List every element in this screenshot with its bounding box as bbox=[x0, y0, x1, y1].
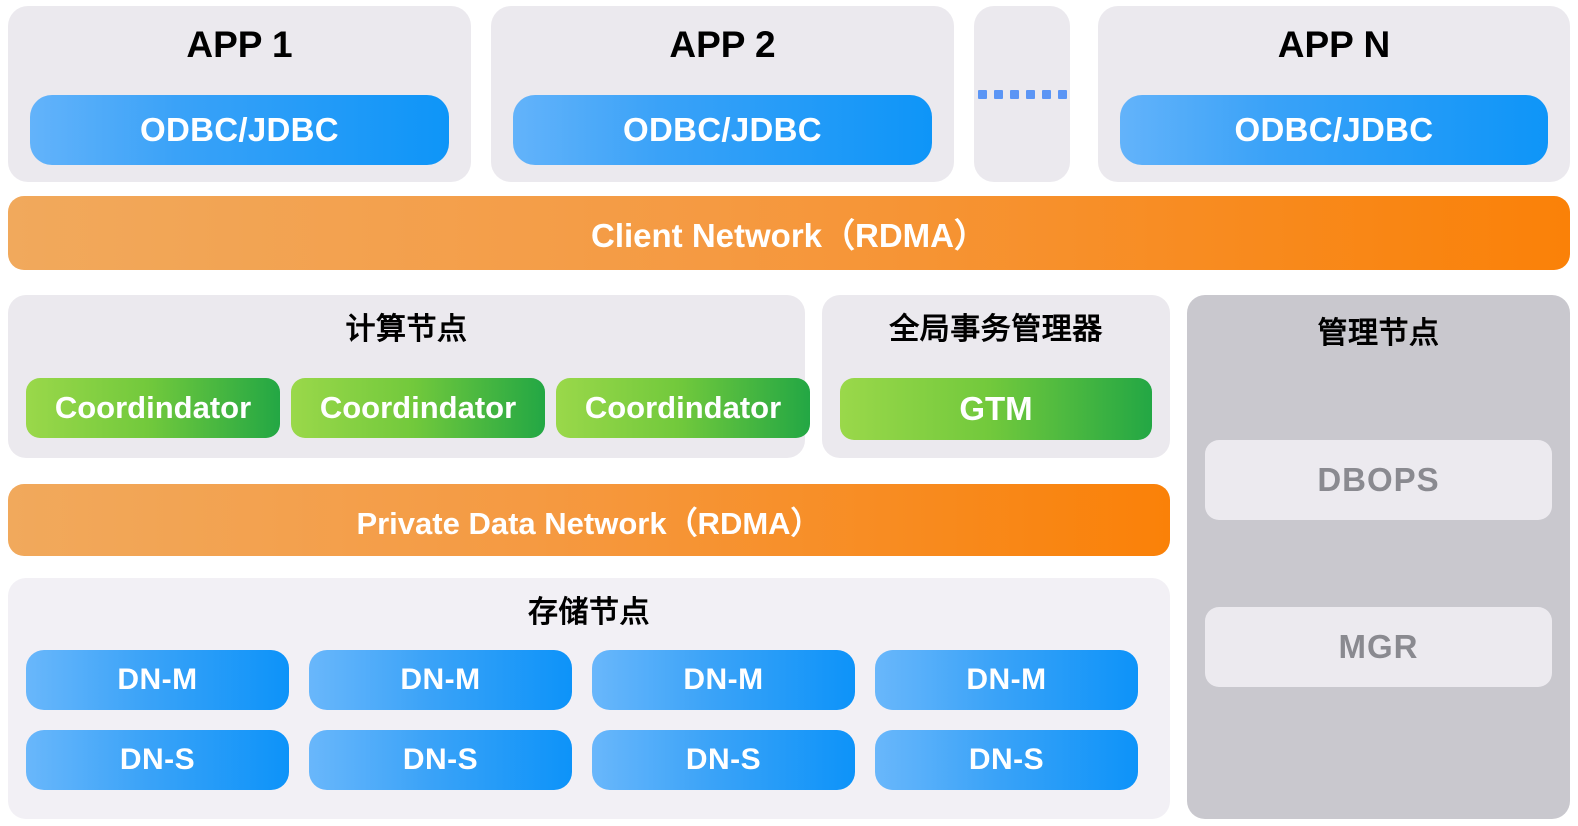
storage-node-master-1[interactable]: DN-M bbox=[26, 650, 289, 710]
storage-node-master-label-3: DN-M bbox=[683, 663, 764, 696]
ellipsis-dot-icon bbox=[977, 89, 987, 99]
coordinator-label-3: Coordindator bbox=[584, 390, 782, 425]
management-item-label-dbops: DBOPS bbox=[1317, 461, 1440, 498]
management-item-dbops[interactable]: DBOPS bbox=[1205, 440, 1552, 520]
app-card-1[interactable]: APP 1 ODBC/JDBC bbox=[8, 6, 471, 182]
client-network-bar: Client Network（RDMA） bbox=[8, 196, 1570, 270]
app-connector-2[interactable]: ODBC/JDBC bbox=[513, 95, 932, 165]
ellipsis-dot-icon bbox=[1009, 89, 1019, 99]
compute-node-panel: 计算节点 Coordindator Coordindator Coordinda… bbox=[8, 295, 810, 458]
storage-node-master-label-4: DN-M bbox=[966, 663, 1047, 696]
storage-node-master-2[interactable]: DN-M bbox=[309, 650, 572, 710]
ellipsis-dot-icon bbox=[1057, 89, 1067, 99]
management-item-mgr[interactable]: MGR bbox=[1205, 607, 1552, 687]
storage-node-slave-3[interactable]: DN-S bbox=[592, 730, 855, 790]
compute-node-title: 计算节点 bbox=[345, 313, 468, 346]
storage-node-master-4[interactable]: DN-M bbox=[875, 650, 1138, 710]
storage-node-panel: 存储节点 DN-M DN-S DN-M DN-S DN-M DN-S DN-M … bbox=[8, 578, 1170, 819]
app-card-2[interactable]: APP 2 ODBC/JDBC bbox=[491, 6, 954, 182]
management-node-title: 管理节点 bbox=[1317, 317, 1440, 350]
ellipsis-dot-icon bbox=[1025, 89, 1035, 99]
app-title-n: APP N bbox=[1277, 24, 1391, 65]
coordinator-node-1[interactable]: Coordindator bbox=[26, 378, 280, 438]
storage-node-master-3[interactable]: DN-M bbox=[592, 650, 855, 710]
app-title-1: APP 1 bbox=[186, 24, 293, 65]
client-network-label: Client Network（RDMA） bbox=[590, 217, 988, 254]
private-data-network-label: Private Data Network（RDMA） bbox=[356, 505, 822, 541]
coordinator-node-3[interactable]: Coordindator bbox=[556, 378, 810, 438]
ellipsis-dot-icon bbox=[1041, 89, 1051, 99]
gtm-label: GTM bbox=[959, 390, 1033, 427]
storage-node-slave-label-4: DN-S bbox=[968, 743, 1045, 776]
storage-node-slave-2[interactable]: DN-S bbox=[309, 730, 572, 790]
app-card-n[interactable]: APP N ODBC/JDBC bbox=[1098, 6, 1570, 182]
management-item-label-mgr: MGR bbox=[1338, 628, 1419, 665]
storage-node-slave-label-2: DN-S bbox=[402, 743, 479, 776]
storage-node-title: 存储节点 bbox=[528, 596, 650, 629]
storage-node-slave-label-3: DN-S bbox=[685, 743, 762, 776]
gtm-panel: 全局事务管理器 GTM bbox=[822, 295, 1170, 458]
storage-node-master-label-2: DN-M bbox=[400, 663, 481, 696]
gtm-title: 全局事务管理器 bbox=[889, 313, 1103, 346]
app-connector-1[interactable]: ODBC/JDBC bbox=[30, 95, 449, 165]
coordinator-node-2[interactable]: Coordindator bbox=[291, 378, 545, 438]
gtm-node[interactable]: GTM bbox=[840, 378, 1152, 440]
coordinator-label-1: Coordindator bbox=[54, 390, 252, 425]
storage-node-slave-label-1: DN-S bbox=[119, 743, 196, 776]
coordinator-label-2: Coordindator bbox=[319, 390, 517, 425]
storage-node-slave-4[interactable]: DN-S bbox=[875, 730, 1138, 790]
app-ellipsis-card bbox=[974, 6, 1070, 182]
management-node-panel: 管理节点 DBOPS MGR bbox=[1187, 295, 1570, 819]
application-layer-row: APP 1 ODBC/JDBC APP 2 ODBC/JDBC APP N OD… bbox=[8, 6, 1570, 182]
private-data-network-bar: Private Data Network（RDMA） bbox=[8, 484, 1170, 556]
app-connector-n[interactable]: ODBC/JDBC bbox=[1120, 95, 1548, 165]
storage-node-master-label-1: DN-M bbox=[117, 663, 198, 696]
app-title-2: APP 2 bbox=[669, 24, 776, 65]
ellipsis-dot-icon bbox=[993, 89, 1003, 99]
storage-node-slave-1[interactable]: DN-S bbox=[26, 730, 289, 790]
